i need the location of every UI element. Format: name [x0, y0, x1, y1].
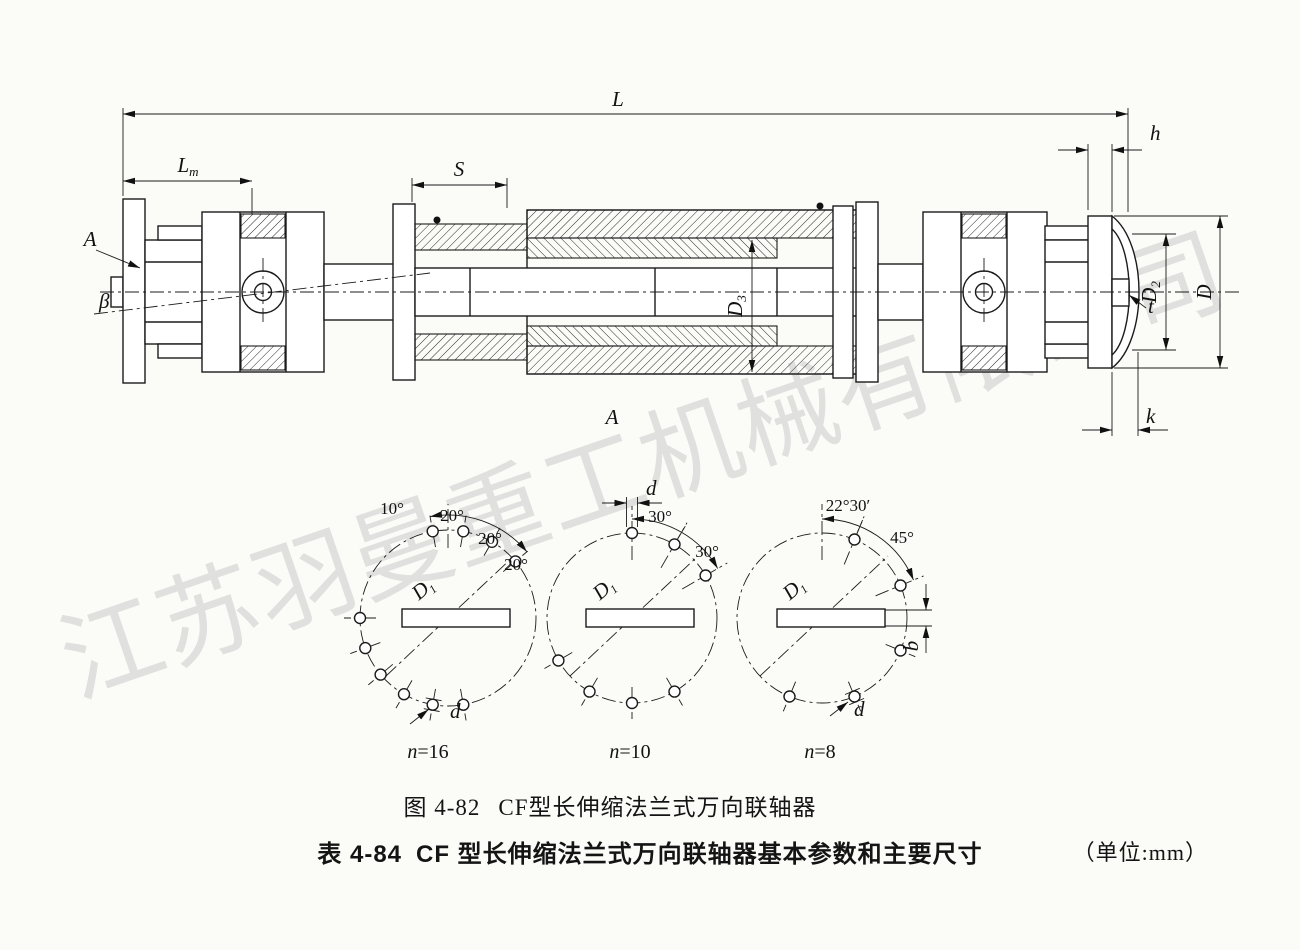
table-number: 表 4-84	[317, 841, 403, 868]
left-flange-joint	[110, 198, 395, 384]
dim-S	[411, 178, 508, 208]
figure-title: CF型长伸缩法兰式万向联轴器	[498, 795, 817, 820]
dim-label-d-n16: d	[450, 699, 461, 723]
dim-label-t: t	[1148, 294, 1155, 318]
angle-label-beta: β	[98, 289, 110, 313]
dim-label-D1-n8: D1	[777, 573, 811, 607]
angle-label-20c: 20°	[504, 555, 528, 574]
telescopic-tube	[392, 202, 863, 381]
dim-label-D2: D2	[1137, 281, 1163, 304]
dim-label-h: h	[1150, 121, 1161, 145]
angle-label-30a: 30°	[648, 507, 672, 526]
angle-label-20a: 20°	[440, 506, 464, 525]
table-title: CF 型长伸缩法兰式万向联轴器基本参数和主要尺寸	[416, 841, 983, 868]
flange-view-n16: 10° 20° 20° 20° D1 d n=16	[344, 499, 537, 763]
main-assembly-view: L Lm S h k D3	[82, 87, 1240, 436]
dim-label-k: k	[1146, 404, 1156, 428]
weld-dot-right	[816, 202, 824, 210]
section-label-A: A	[604, 405, 619, 429]
dim-h	[1058, 144, 1142, 212]
bolt-count-n10: n=10	[609, 741, 650, 763]
angle-label-45: 45°	[890, 528, 914, 547]
beta-axis-line	[93, 272, 431, 315]
dim-label-S: S	[454, 157, 465, 181]
dim-L	[122, 108, 1129, 212]
flange-view-n8: 22°30′ 45° b d D1 n=8	[736, 496, 932, 763]
dim-label-Lm: Lm	[176, 153, 198, 179]
dim-label-d-n10: d	[646, 476, 657, 500]
angle-label-20b: 20°	[478, 529, 502, 548]
figure-number: 图 4-82	[403, 795, 481, 820]
dim-label-b: b	[899, 641, 923, 652]
dim-D	[1114, 215, 1228, 369]
figure-caption: 图 4-82 CF型长伸缩法兰式万向联轴器	[0, 788, 1220, 822]
dim-t-leader	[1128, 294, 1147, 309]
dim-Lm	[123, 177, 253, 214]
dim-k	[1082, 352, 1168, 436]
table-heading: 表 4-84 CF 型长伸缩法兰式万向联轴器基本参数和主要尺寸 （单位:mm）	[0, 834, 1300, 869]
dim-label-D1-n10: D1	[587, 573, 621, 607]
dim-label-D3: D3	[723, 295, 749, 318]
dim-label-L: L	[611, 87, 624, 111]
bolt-count-n16: n=16	[407, 741, 448, 763]
flange-view-n10: 30° 30° d D1 n=10	[544, 476, 728, 763]
table-unit: （单位:mm）	[1072, 840, 1208, 865]
angle-label-10: 10°	[380, 499, 404, 518]
dim-D2	[1132, 233, 1176, 351]
bolt-count-n8: n=8	[804, 741, 835, 763]
weld-dot-left	[433, 216, 441, 224]
angle-label-30b: 30°	[695, 542, 719, 561]
angle-label-2230: 22°30′	[826, 496, 871, 515]
view-arrow-A	[95, 249, 141, 269]
dim-label-D: D	[1192, 284, 1216, 300]
center-boss	[1111, 278, 1130, 307]
view-label-A: A	[82, 227, 97, 251]
dim-label-d-n8: d	[854, 697, 865, 721]
